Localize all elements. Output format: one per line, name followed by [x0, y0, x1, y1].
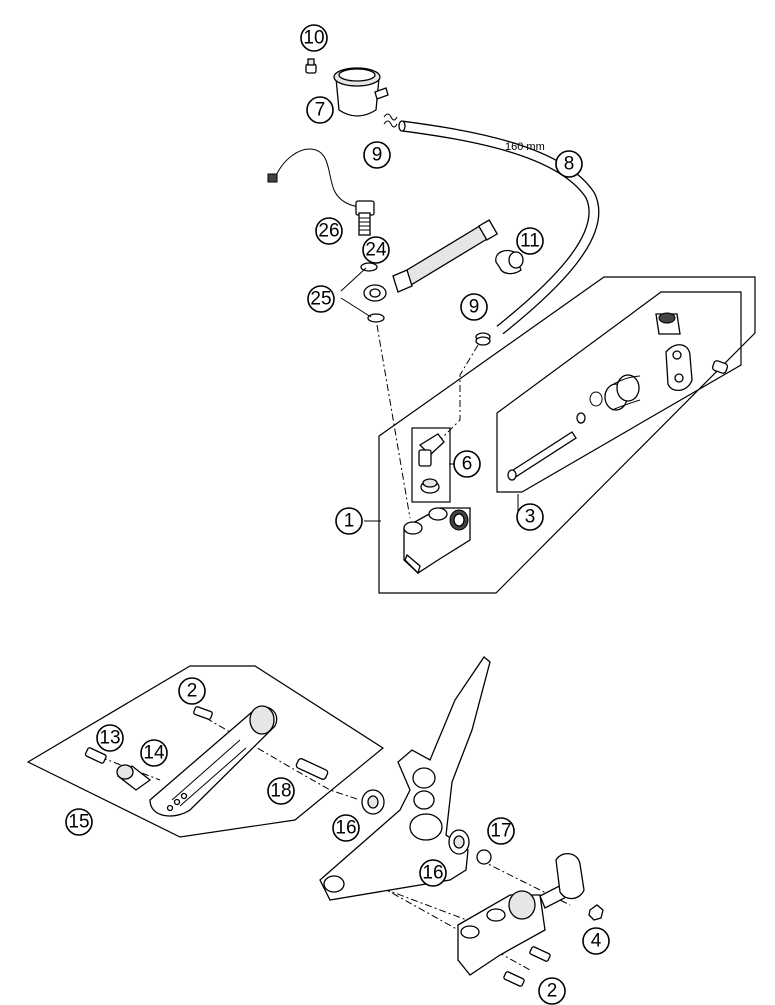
brake-pedal-lever [149, 705, 278, 817]
brake-master-cylinder [403, 507, 471, 575]
clevis-bracket [665, 344, 729, 391]
svg-text:8: 8 [564, 154, 575, 175]
callout-2-upper: 2 [178, 677, 206, 705]
svg-text:13: 13 [99, 728, 120, 749]
fitting-and-seal [418, 433, 445, 494]
callout-24: 24 [362, 236, 390, 264]
lower-master-cylinder [457, 853, 585, 976]
hose-clamp-upper [383, 113, 398, 128]
nut [588, 904, 604, 921]
callout-6: 6 [453, 450, 481, 478]
svg-text:24: 24 [365, 240, 387, 261]
pedal-tip-bolt [84, 747, 107, 764]
ball-bearing-lower [448, 829, 470, 855]
callout-7: 7 [306, 96, 334, 124]
svg-text:9: 9 [372, 145, 383, 166]
pedal-pivot-bolt [193, 706, 213, 720]
callout-11: 11 [516, 227, 544, 255]
callout-13: 13 [96, 724, 124, 752]
callout-9-lower: 9 [460, 293, 488, 321]
svg-text:6: 6 [462, 454, 473, 475]
svg-text:25: 25 [310, 289, 331, 310]
callout-18: 18 [267, 777, 295, 805]
spacer-washer [476, 849, 492, 865]
assembly-line-reservoir [439, 344, 479, 441]
brake-light-switch [267, 148, 375, 236]
callout-10: 10 [300, 24, 328, 52]
hose-clamp-lower [475, 332, 491, 346]
svg-text:18: 18 [270, 781, 291, 802]
svg-text:9: 9 [469, 297, 480, 318]
brake-fluid-reservoir [333, 67, 389, 117]
bushing [655, 312, 681, 335]
svg-text:7: 7 [315, 100, 326, 121]
callout-14: 14 [140, 739, 168, 767]
svg-text:15: 15 [68, 812, 89, 833]
callout-9-upper: 9 [363, 141, 391, 169]
hose-clip [495, 249, 524, 275]
callout-25: 25 [307, 285, 335, 313]
footrest-bracket [319, 656, 491, 901]
group-frame-brake-pedal [26, 665, 385, 838]
svg-text:3: 3 [525, 507, 536, 528]
svg-text:26: 26 [318, 221, 339, 242]
svg-text:2: 2 [547, 981, 558, 1002]
svg-text:16: 16 [422, 863, 443, 884]
group-frame-master-cylinder [378, 276, 756, 594]
assembly-line-pivot [479, 859, 571, 906]
pedal-shaft [295, 758, 329, 780]
dust-boot [604, 374, 641, 411]
svg-text:11: 11 [520, 231, 540, 252]
callout-26: 26 [315, 217, 343, 245]
callout-1: 1 [335, 507, 363, 535]
ball-bearing-upper [361, 789, 385, 815]
callout-3: 3 [516, 503, 544, 531]
svg-text:4: 4 [591, 931, 602, 952]
svg-text:10: 10 [303, 28, 324, 49]
pedal-tip-rubber [116, 764, 152, 791]
callout-16-upper: 16 [332, 814, 360, 842]
callout-4: 4 [582, 927, 610, 955]
callout-16-lower: 16 [419, 859, 447, 887]
assembly-line-banjo [376, 324, 411, 519]
hose-length-label: 160 mm [505, 141, 545, 153]
hex-bolts-lower [503, 946, 551, 987]
callout-2-lower: 2 [538, 977, 566, 1005]
svg-text:17: 17 [490, 821, 511, 842]
screw-cap [305, 58, 317, 74]
callout-17: 17 [487, 817, 515, 845]
callout-8: 8 [555, 150, 583, 178]
svg-text:2: 2 [187, 681, 198, 702]
svg-text:14: 14 [143, 743, 165, 764]
svg-text:1: 1 [344, 511, 355, 532]
group-frame-piston-kit [496, 291, 742, 493]
piston-rod-kit [507, 312, 729, 481]
svg-text:16: 16 [335, 818, 356, 839]
group-frame-fitting [411, 427, 451, 503]
callout-15: 15 [65, 808, 93, 836]
brake-line [392, 219, 499, 293]
